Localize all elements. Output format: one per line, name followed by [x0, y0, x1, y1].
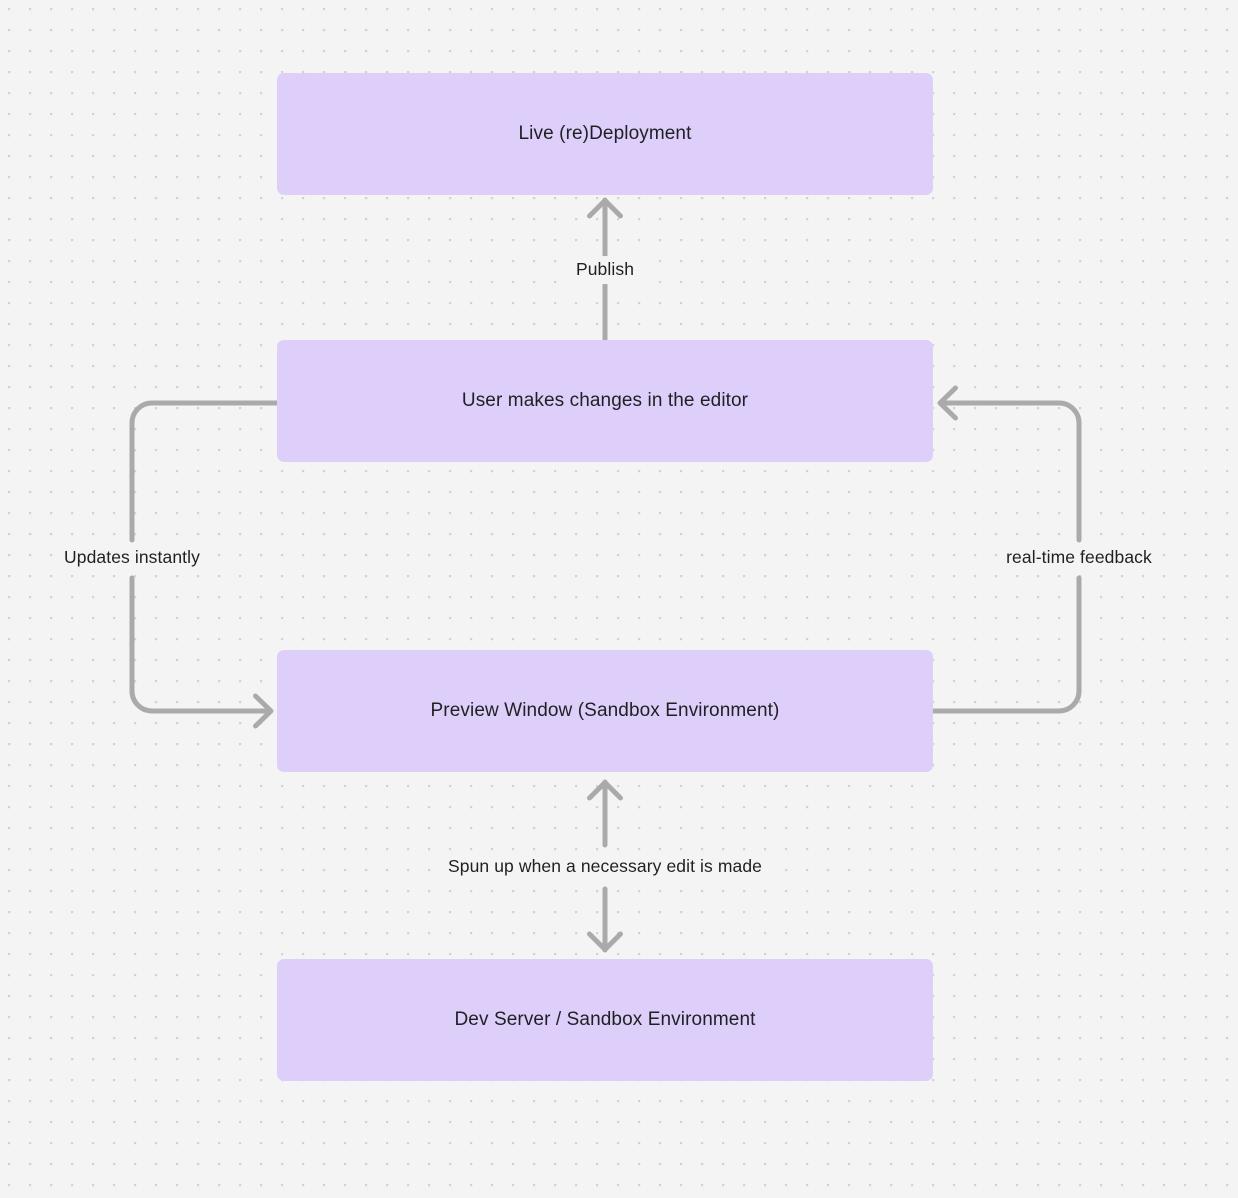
edge-label-publish[interactable]: Publish	[568, 256, 642, 284]
edge-label-updates-instantly[interactable]: Updates instantly	[57, 544, 207, 572]
node-label: Live (re)Deployment	[518, 122, 692, 144]
node-label: Preview Window (Sandbox Environment)	[430, 699, 780, 721]
node-user-edits[interactable]: User makes changes in the editor	[277, 340, 933, 462]
edge-label-spun-up[interactable]: Spun up when a necessary edit is made	[440, 853, 770, 881]
node-dev-server[interactable]: Dev Server / Sandbox Environment	[277, 959, 933, 1081]
node-label: User makes changes in the editor	[461, 389, 749, 411]
node-preview-window[interactable]: Preview Window (Sandbox Environment)	[277, 650, 933, 772]
edge-label-real-time-feedback[interactable]: real-time feedback	[999, 544, 1159, 572]
node-live-deployment[interactable]: Live (re)Deployment	[277, 73, 933, 195]
node-label: Dev Server / Sandbox Environment	[454, 1008, 756, 1030]
